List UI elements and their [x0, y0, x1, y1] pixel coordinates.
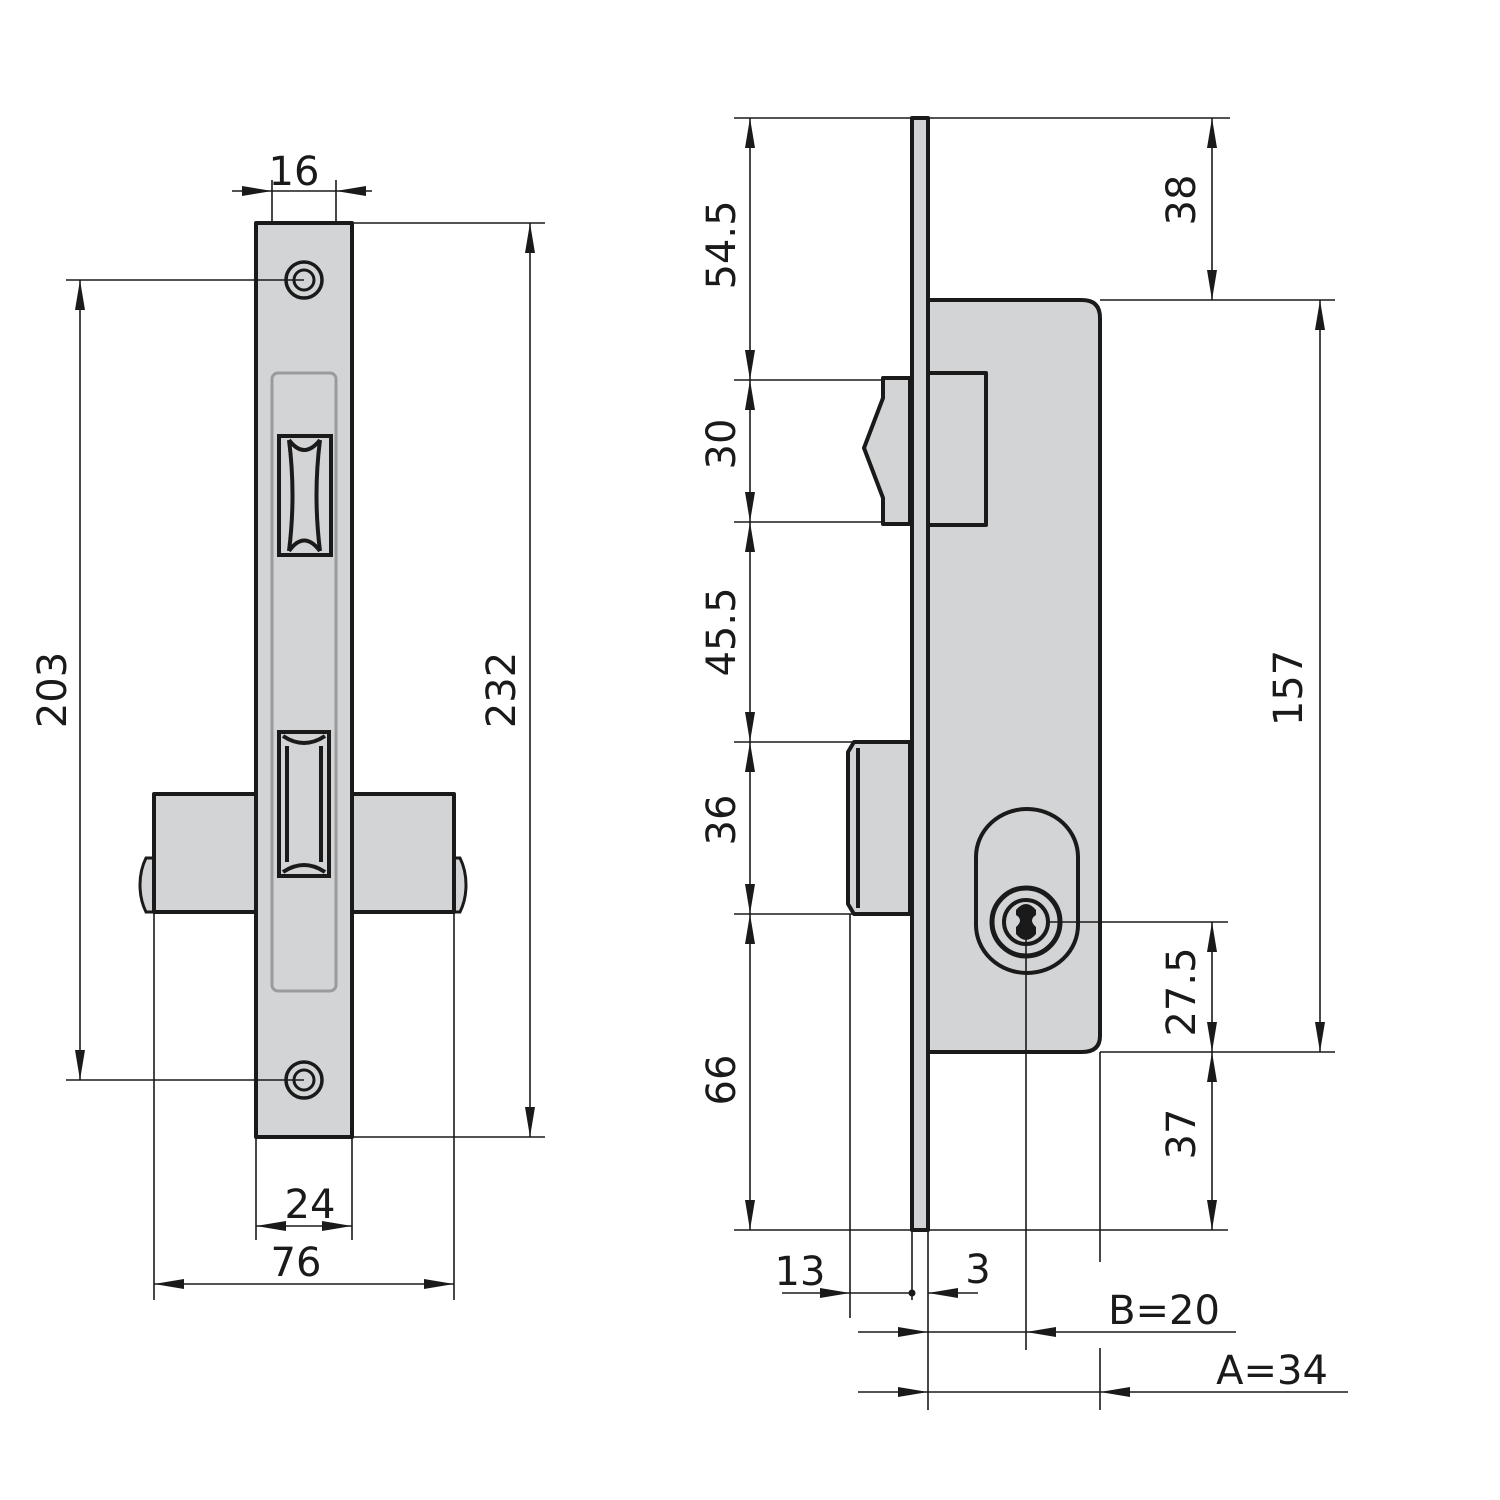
dim-backset-a: A=34 — [1216, 1348, 1328, 1394]
dim-body-width: 24 — [285, 1182, 336, 1228]
dim-case-height: 157 — [1266, 650, 1312, 726]
dim-bolt-to-bottom: 66 — [699, 1055, 745, 1106]
side-faceplate — [910, 116, 930, 1232]
front-bolt-left-cap — [138, 856, 156, 914]
dim-bolt-height: 36 — [699, 795, 745, 846]
front-bolt-window — [277, 730, 331, 878]
dim-latch-to-bolt: 45.5 — [699, 587, 745, 676]
dim-faceplate-height: 232 — [479, 652, 525, 728]
dim-overall-width: 76 — [271, 1240, 322, 1286]
dim-faceplate-thickness: 3 — [965, 1247, 990, 1293]
dim-top-to-case: 38 — [1159, 175, 1205, 226]
side-latch-housing — [926, 371, 988, 527]
dim-top-to-latch: 54.5 — [699, 200, 745, 289]
side-view: 54.5 30 45.5 36 66 38 157 27.5 37 13 3 B… — [699, 116, 1348, 1410]
dim-bolt-projection: 13 — [775, 1249, 826, 1295]
front-faceplate-recess — [270, 371, 338, 993]
dim-keyhole-to-case-bottom: 27.5 — [1159, 947, 1205, 1036]
dim-backset-b: B=20 — [1108, 1288, 1220, 1334]
dim-latch-height: 30 — [699, 419, 745, 470]
side-latch — [862, 376, 912, 526]
front-latch — [277, 434, 333, 557]
front-view: 16 203 232 24 76 — [30, 149, 545, 1300]
dim-faceplate-width: 16 — [269, 149, 320, 195]
front-faceplate — [254, 221, 354, 1139]
dim-case-bottom-to-end: 37 — [1159, 1109, 1205, 1160]
dim-hole-spacing: 203 — [30, 652, 76, 728]
keyhole-cylinder — [974, 807, 1080, 975]
